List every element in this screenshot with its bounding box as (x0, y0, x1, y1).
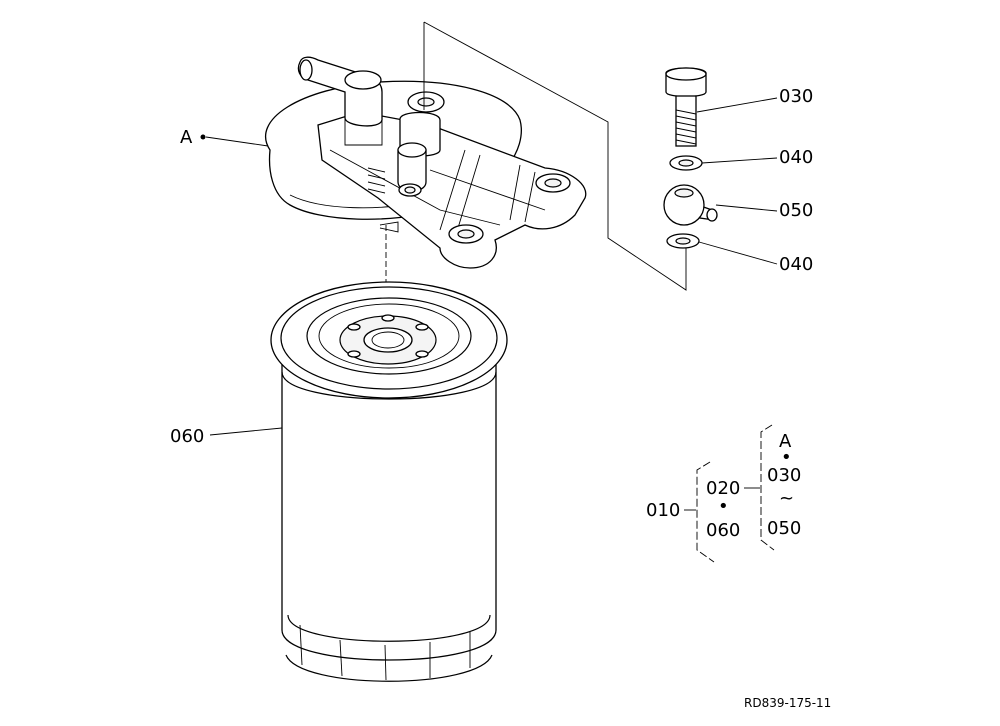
callout-050: 050 (779, 200, 813, 221)
key-sub-050: 050 (767, 518, 801, 539)
key-sub-dot: • (781, 447, 792, 468)
callout-030: 030 (779, 86, 813, 107)
key-sub-tilde: ~ (779, 488, 794, 509)
sealing-washer-upper (669, 155, 703, 171)
assembly-key: 010 020 • 060 A • 030 ~ 050 (646, 424, 801, 563)
callout-040-upper: 040 (779, 147, 813, 168)
key-root-010: 010 (646, 500, 680, 521)
sealing-washer-lower (666, 233, 700, 249)
drawing-code: RD839-175-11 (744, 696, 831, 710)
callout-040-lower: 040 (779, 254, 813, 275)
key-sep-dot: • (718, 496, 729, 517)
key-sub-a: A (779, 431, 792, 452)
callout-060: 060 (170, 426, 204, 447)
filter-cartridge (270, 281, 508, 682)
banjo-fitting (663, 184, 718, 226)
filter-head-bracket (264, 56, 587, 269)
banjo-bolt (665, 67, 707, 147)
key-group-060: 060 (706, 520, 740, 541)
key-sub-030: 030 (767, 465, 801, 486)
callout-a: A (180, 127, 193, 148)
leader-lines (200, 97, 778, 436)
key-group-020: 020 (706, 478, 740, 499)
reference-frame (423, 21, 687, 291)
